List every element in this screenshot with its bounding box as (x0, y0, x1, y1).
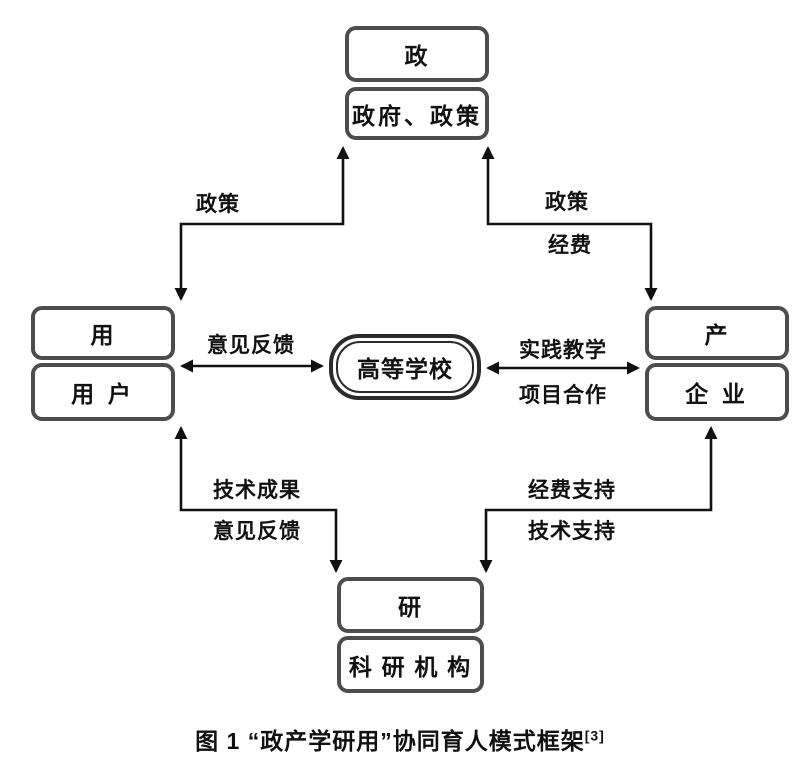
node-research-subtitle: 科 研 机 构 (337, 636, 484, 693)
edge-government-user-line (174, 146, 350, 301)
edge-label-tech-support: 技术支持 (528, 519, 616, 543)
edge-label-project-cooperation: 项目合作 (519, 383, 607, 407)
edge-label-funds-support: 经费支持 (528, 478, 616, 502)
edge-label-feedback-bottom: 意见反馈 (213, 519, 301, 543)
edge-label-policy-left: 政策 (196, 192, 240, 216)
edge-label-funds-right: 经费 (548, 233, 592, 257)
edge-label-policy-right: 政策 (545, 190, 589, 214)
node-user-title: 用 (31, 306, 175, 360)
node-user-subtitle: 用 户 (31, 363, 175, 421)
figure-caption-text: 图 1 “政产学研用”协同育人模式框架 (195, 728, 585, 754)
figure-caption: 图 1 “政产学研用”协同育人模式框架[3] (0, 722, 800, 756)
edge-user-research-line (174, 426, 343, 573)
node-industry-title: 产 (645, 306, 789, 360)
node-university: 高等学校 (329, 334, 481, 400)
node-government-subtitle: 政府、政策 (345, 87, 489, 140)
edge-label-practice-teaching: 实践教学 (519, 338, 607, 362)
edge-label-tech-results: 技术成果 (213, 478, 301, 502)
edge-government-industry-line (481, 146, 658, 301)
node-industry-subtitle: 企 业 (645, 363, 789, 421)
node-research-title: 研 (337, 577, 484, 633)
node-university-title: 高等学校 (336, 341, 474, 393)
edge-label-feedback-mid: 意见反馈 (207, 333, 295, 357)
edge-research-industry-line (479, 426, 718, 573)
figure-caption-reference: [3] (584, 727, 605, 744)
node-government-title: 政 (345, 26, 489, 82)
